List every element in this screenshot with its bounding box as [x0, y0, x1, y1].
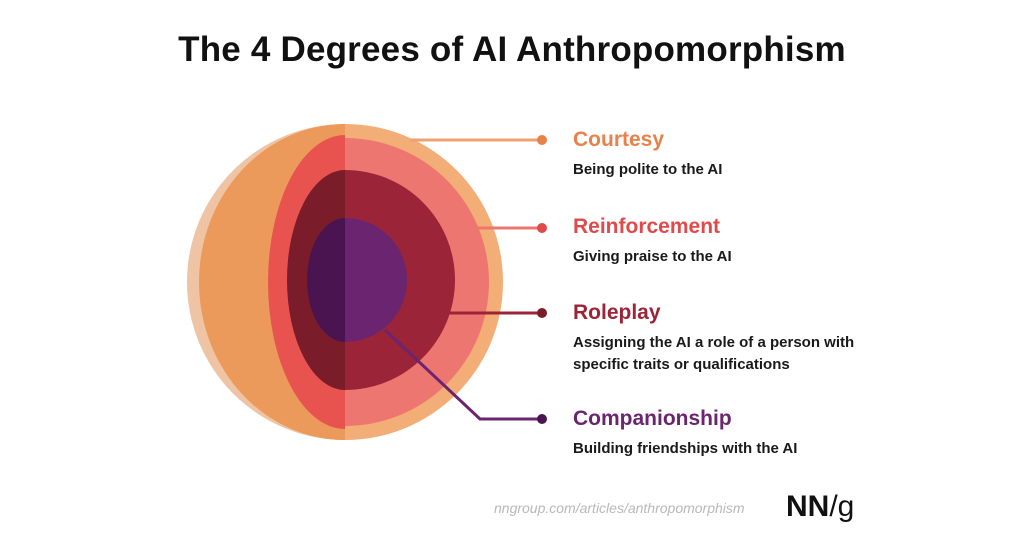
connector-dot-companionship — [537, 414, 547, 424]
degree-roleplay: Roleplay Assigning the AI a role of a pe… — [573, 300, 863, 376]
degree-courtesy: Courtesy Being polite to the AI — [573, 127, 722, 181]
degree-description-courtesy: Being polite to the AI — [573, 161, 723, 178]
nng-logo: NN/g — [786, 490, 854, 524]
page-title: The 4 Degrees of AI Anthropomorphism — [178, 30, 846, 69]
degree-description-reinforcement: Giving praise to the AI — [573, 248, 732, 265]
degree-name-reinforcement: Reinforcement — [573, 215, 721, 238]
degree-reinforcement: Reinforcement Giving praise to the AI — [573, 214, 732, 268]
connector-companionship — [383, 328, 542, 421]
connector-dot-courtesy — [537, 135, 547, 145]
degree-name-companionship: Companionship — [573, 407, 732, 430]
degree-description-companionship: Building friendships with the AI — [573, 440, 798, 457]
logo-nn-text: NN — [786, 490, 830, 523]
degree-name-roleplay: Roleplay — [573, 301, 661, 324]
degree-description-roleplay: Assigning the AI a role of a person with… — [573, 334, 855, 373]
degree-companionship: Companionship Building friendships with … — [573, 406, 797, 460]
logo-slash-g-text: /g — [829, 490, 855, 523]
source-url: nngroup.com/articles/anthropomorphism — [494, 500, 745, 516]
connector-dot-reinforcement — [537, 223, 547, 233]
degree-name-courtesy: Courtesy — [573, 128, 665, 151]
layer-companionship-left — [307, 218, 345, 342]
connector-dot-roleplay — [537, 308, 547, 318]
layer-companionship-right — [345, 218, 407, 342]
